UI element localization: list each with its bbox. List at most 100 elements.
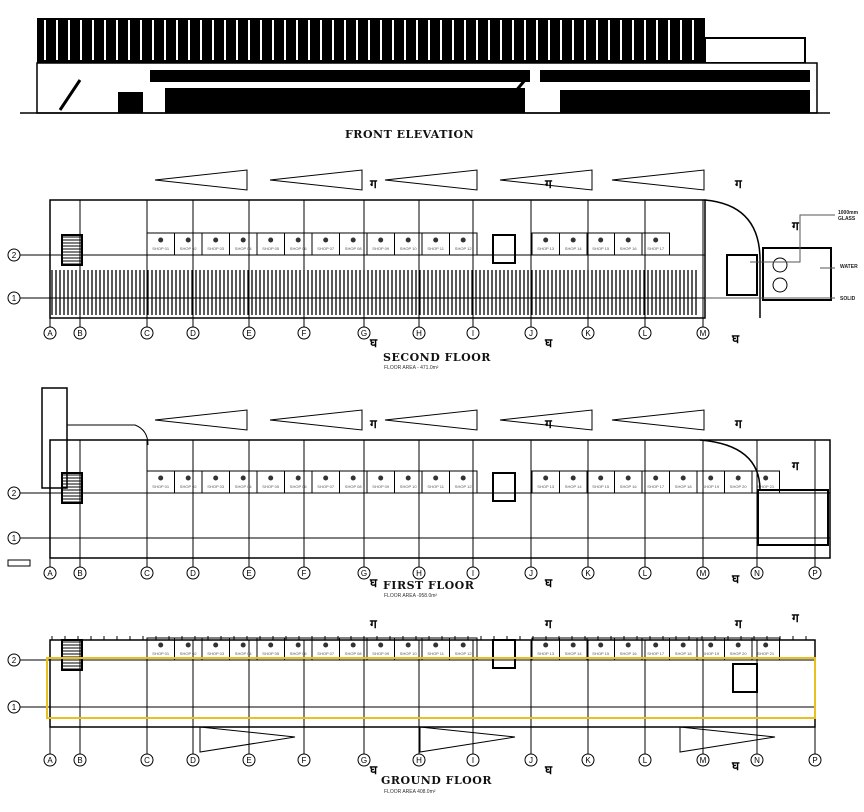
ground-shop-fixture-icon <box>433 642 439 648</box>
ground-shop-fixture-icon <box>378 642 384 648</box>
second-shop-label: SHOP 01 <box>152 246 170 251</box>
ground-grid-col-label: D <box>190 756 196 765</box>
first-shop-label: SHOP 18 <box>675 484 693 489</box>
ground-grid-col-bubble <box>186 753 200 767</box>
second-section-mark: घ <box>369 336 378 350</box>
ground-grid-row-label: 2 <box>12 656 17 665</box>
ground-grid-col-bubble <box>808 753 822 767</box>
first-shop-fixture-icon <box>653 475 659 481</box>
second-shop-label: SHOP 16 <box>620 246 638 251</box>
second-shop <box>641 232 670 256</box>
ground-grid-row-label: 1 <box>12 703 17 712</box>
first-shop <box>449 470 478 494</box>
ground-shop-label: SHOP 10 <box>400 651 418 656</box>
ground-shop-fixture-icon <box>240 642 246 648</box>
first-grid-col-label: N <box>754 569 760 578</box>
first-outline <box>49 439 831 559</box>
first-shop-fixture-icon <box>680 475 686 481</box>
first-shop <box>256 470 285 494</box>
second-section-mark: घ <box>731 332 740 346</box>
first-shop <box>366 470 395 494</box>
second-stair <box>61 234 83 266</box>
first-shop-label: SHOP 01 <box>152 484 170 489</box>
first-shop <box>394 470 423 494</box>
first-grid-col-bubble <box>43 566 57 580</box>
ground-shop <box>614 637 643 661</box>
second-shop <box>174 232 203 256</box>
second-section-mark: ग <box>369 177 378 191</box>
first-grid-col-bubble <box>186 566 200 580</box>
ground-shop-label: SHOP 12 <box>455 651 473 656</box>
first-shop-fixture-icon <box>460 475 466 481</box>
second-shop-label: SHOP 12 <box>455 246 473 251</box>
second-grid-col-bubble <box>638 326 652 340</box>
ground-shop-label: SHOP 05 <box>262 651 280 656</box>
first-floor-legend-tag <box>7 559 31 567</box>
first-floor-shade <box>611 409 705 431</box>
ground-floor-area: FLOOR AREA 408.0m² <box>384 789 436 795</box>
ground-section-mark: ग <box>791 611 800 625</box>
second-shop-fixture-icon <box>433 237 439 243</box>
ground-floor-shade <box>419 726 516 753</box>
second-shop-fixture-icon <box>653 237 659 243</box>
first-floor-area: FLOOR AREA -958.0m² <box>384 593 438 599</box>
ground-shop-label: SHOP 02 <box>180 651 198 656</box>
second-grid-col-label: J <box>529 329 533 338</box>
second-floor-title: SECOND FLOOR <box>383 351 491 364</box>
first-grid-col-label: K <box>585 569 591 578</box>
ground-shop-label: SHOP 06 <box>290 651 308 656</box>
second-shop-fixture-icon <box>625 237 631 243</box>
ground-shop-fixture-icon <box>543 642 549 648</box>
front-elevation-title: FRONT ELEVATION <box>345 128 475 141</box>
ground-shop <box>311 637 340 661</box>
first-grid-col-label: P <box>812 569 817 578</box>
second-shop-fixture-icon <box>158 237 164 243</box>
second-shop-fixture-icon <box>323 237 329 243</box>
elevation-roof <box>37 18 705 63</box>
first-shop-label: SHOP 20 <box>730 484 748 489</box>
ground-grid-col-bubble <box>696 753 710 767</box>
first-section-mark: ग <box>791 459 800 473</box>
second-grid-col-label: K <box>585 329 591 338</box>
second-shop <box>339 232 368 256</box>
first-shop-label: SHOP 03 <box>207 484 225 489</box>
ground-grid-col-bubble <box>357 753 371 767</box>
second-grid-col-label: E <box>246 329 251 338</box>
first-shop-fixture-icon <box>708 475 714 481</box>
first-grid-col-label: F <box>302 569 307 578</box>
second-grid-col-label: L <box>643 329 648 338</box>
first-grid-col-label: J <box>529 569 533 578</box>
second-shop-label: SHOP 06 <box>290 246 308 251</box>
ground-shop <box>696 637 725 661</box>
second-grid-col-bubble <box>696 326 710 340</box>
first-grid-col-label: H <box>416 569 422 578</box>
second-grid-col-bubble <box>357 326 371 340</box>
second-grid-col-bubble <box>140 326 154 340</box>
ground-shop-fixture-icon <box>653 642 659 648</box>
second-shop <box>394 232 423 256</box>
ground-section-mark: ग <box>369 617 378 631</box>
ground-grid-col-bubble <box>638 753 652 767</box>
ground-shop-fixture-icon <box>708 642 714 648</box>
elevation-shopfront <box>560 90 810 113</box>
second-grid-col-label: G <box>361 329 367 338</box>
first-shop <box>174 470 203 494</box>
first-shop-fixture-icon <box>268 475 274 481</box>
ground-shop-fixture-icon <box>598 642 604 648</box>
ground-grid-col-bubble <box>466 753 480 767</box>
second-shop-label: SHOP 08 <box>345 246 363 251</box>
first-shop-fixture-icon <box>350 475 356 481</box>
second-grid-col-bubble <box>242 326 256 340</box>
second-grid-col-label: A <box>47 329 53 338</box>
second-shop-fixture-icon <box>378 237 384 243</box>
second-grid-col-bubble <box>524 326 538 340</box>
first-shop <box>284 470 313 494</box>
first-shop <box>311 470 340 494</box>
ground-shop-fixture-icon <box>158 642 164 648</box>
second-shop-fixture-icon <box>570 237 576 243</box>
second-grid-col-label: M <box>700 329 707 338</box>
second-shop-fixture-icon <box>240 237 246 243</box>
first-grid-col-bubble <box>73 566 87 580</box>
ground-shop <box>366 637 395 661</box>
second-shop <box>614 232 643 256</box>
